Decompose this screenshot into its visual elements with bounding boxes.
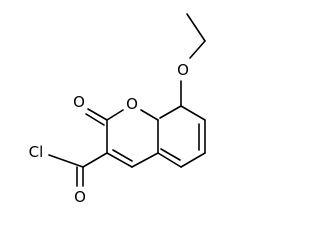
atom-ethoxy-oxygen: O xyxy=(177,61,189,79)
bond-c3-c4 xyxy=(106,152,133,168)
bond-c2-o-double-a xyxy=(87,108,108,121)
bond-c5-c4a xyxy=(157,152,182,168)
benzene-ring xyxy=(157,105,206,168)
structure-diagram: O O O O Cl xyxy=(29,13,206,206)
atom-ring-oxygen: O xyxy=(126,95,138,113)
bond-c5-c4a-inner xyxy=(160,148,181,161)
bond-o-ch2 xyxy=(189,40,206,59)
atom-acyl-oxygen: O xyxy=(74,188,86,206)
bond-c3-c4-inner xyxy=(112,149,133,162)
pyranone-ring xyxy=(106,109,159,168)
bond-c8a-o1 xyxy=(140,109,159,121)
bond-o1-c2 xyxy=(106,109,124,121)
atom-chlorine: Cl xyxy=(29,143,44,161)
acyl-chloride-group xyxy=(48,152,108,187)
bond-c8-c8a xyxy=(159,105,182,119)
bond-c2-o-double-b xyxy=(85,113,105,126)
bond-ch2-ch3 xyxy=(186,13,206,42)
ethoxy-group xyxy=(180,13,206,107)
bond-c6-c5 xyxy=(180,152,206,168)
bond-cacyl-cl xyxy=(48,154,84,168)
atom-lactone-oxygen: O xyxy=(73,93,85,111)
bond-c3-cacyl xyxy=(82,152,108,168)
lactone-carbonyl xyxy=(85,108,108,126)
bond-c8-c7 xyxy=(180,105,206,121)
bond-c4-c4a xyxy=(131,152,159,168)
